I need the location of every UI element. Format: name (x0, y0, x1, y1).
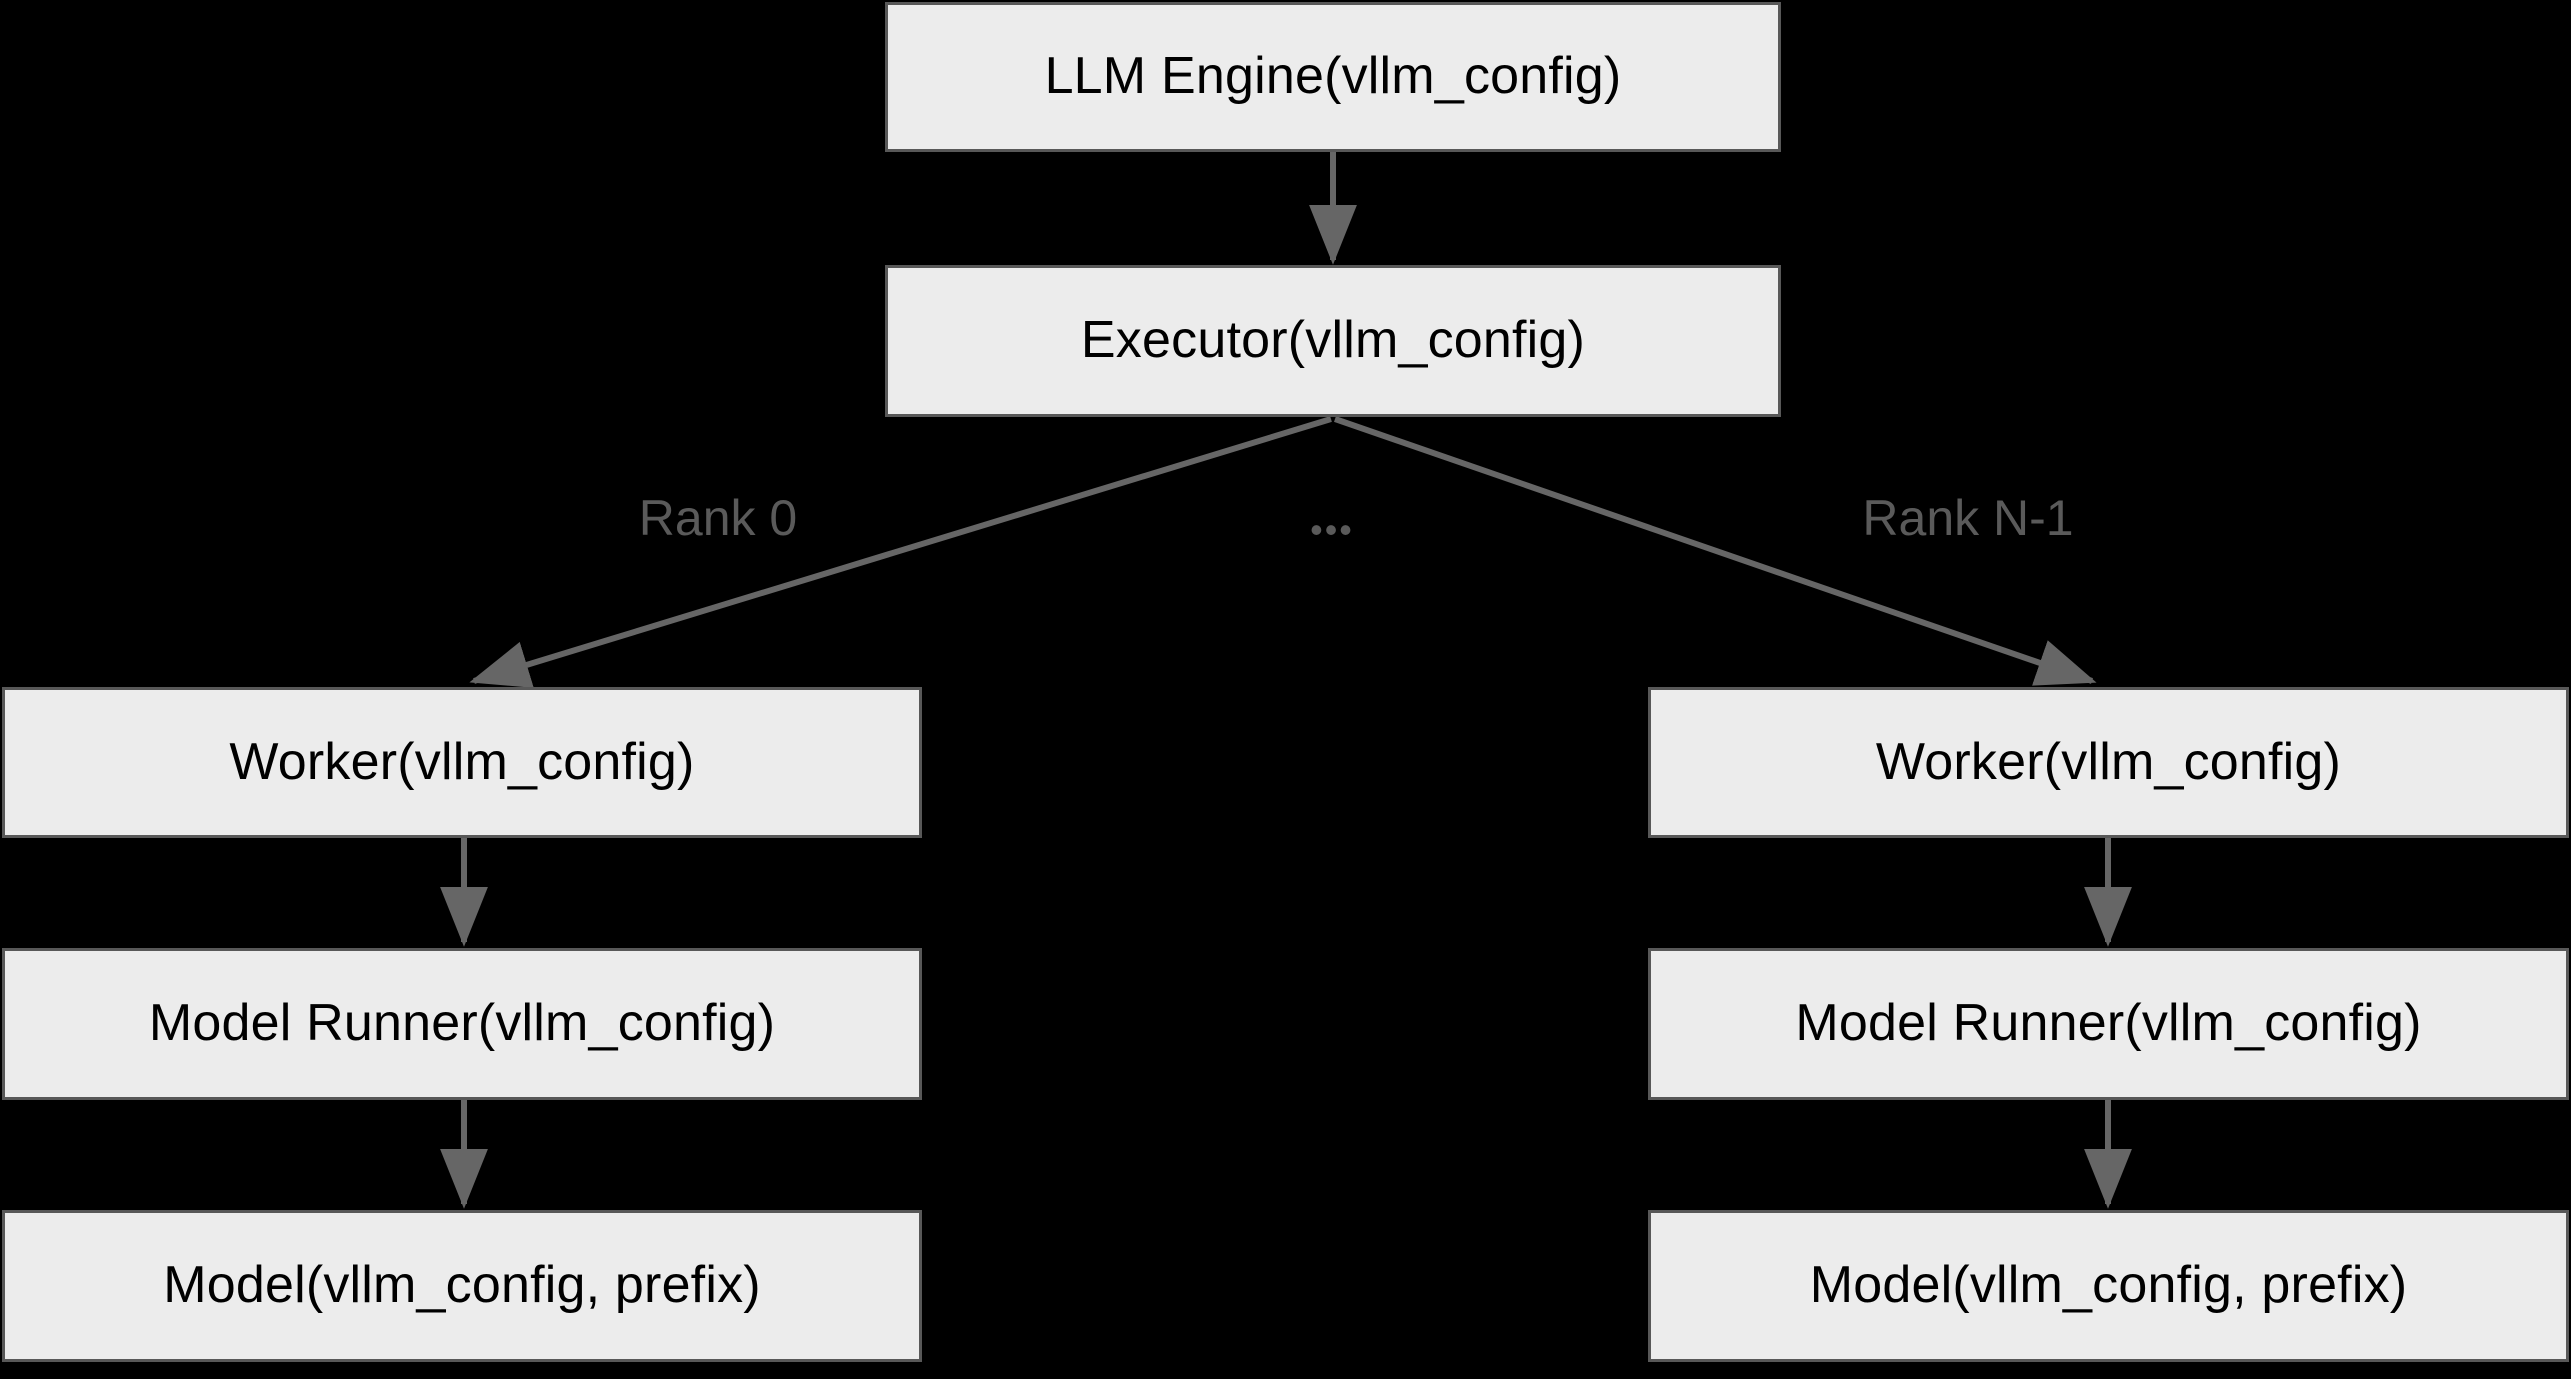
node-model-runner-rank-n-label: Model Runner(vllm_config) (1795, 994, 2422, 1053)
node-worker-rank-0-label: Worker(vllm_config) (229, 732, 695, 791)
node-worker-rank-0[interactable]: Worker(vllm_config) (2, 687, 922, 838)
node-worker-rank-n[interactable]: Worker(vllm_config) (1648, 687, 2569, 838)
node-model-runner-rank-0[interactable]: Model Runner(vllm_config) (2, 948, 922, 1100)
edge-label-ellipsis: ••• (1310, 509, 1354, 550)
node-model-rank-0-label: Model(vllm_config, prefix) (163, 1256, 761, 1315)
edge-label-rank-0: Rank 0 (638, 490, 798, 546)
node-model-runner-rank-0-label: Model Runner(vllm_config) (148, 994, 776, 1053)
node-llm-engine-label: LLM Engine(vllm_config) (1044, 47, 1622, 106)
node-model-rank-n[interactable]: Model(vllm_config, prefix) (1648, 1210, 2569, 1362)
edge-executor-to-worker-0 (469, 416, 1332, 688)
node-executor[interactable]: Executor(vllm_config) (885, 265, 1781, 417)
edge-label-rank-n: Rank N-1 (1862, 490, 2074, 546)
node-model-runner-rank-n[interactable]: Model Runner(vllm_config) (1648, 948, 2569, 1100)
node-llm-engine[interactable]: LLM Engine(vllm_config) (885, 2, 1781, 152)
node-model-rank-0[interactable]: Model(vllm_config, prefix) (2, 1210, 922, 1362)
edge-executor-to-worker-n (1334, 416, 2097, 686)
node-executor-label: Executor(vllm_config) (1080, 311, 1586, 370)
node-worker-rank-n-label: Worker(vllm_config) (1875, 732, 2342, 791)
node-model-rank-n-label: Model(vllm_config, prefix) (1809, 1256, 2408, 1315)
